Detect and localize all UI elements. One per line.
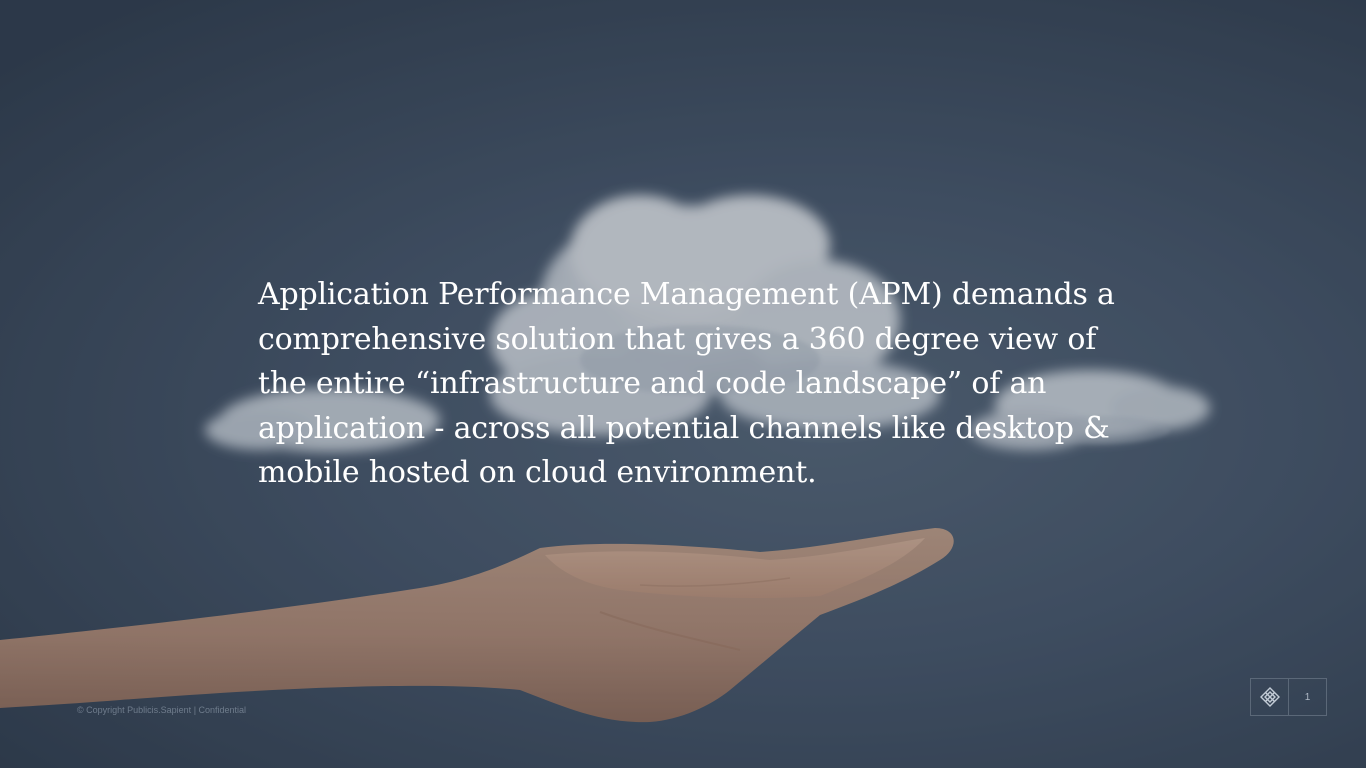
slide-body-text: Application Performance Management (APM)…: [258, 277, 1115, 490]
page-number: 1: [1304, 691, 1311, 703]
cloud-shading: [580, 325, 1170, 444]
publicis-sapient-logo-icon: [1251, 679, 1289, 715]
hand-shape: [0, 528, 954, 723]
logo-icon: [1259, 687, 1280, 707]
copyright-footer: © Copyright Publicis.Sapient | Confident…: [77, 705, 247, 715]
slide-footer-badge: 1: [1250, 678, 1327, 716]
